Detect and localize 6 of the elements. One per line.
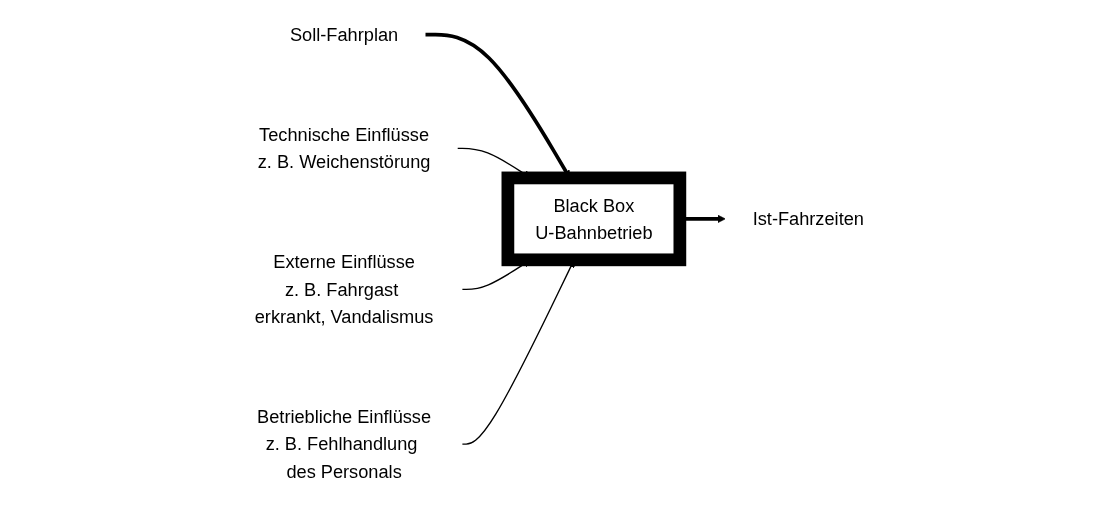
node-box: Black Box U-Bahnbetrieb <box>501 171 687 267</box>
node-text: Soll-Fahrplan <box>289 24 399 45</box>
node-text: Ist-Fahrzeiten <box>752 208 864 229</box>
node-text: Externe Einflüsse z. B. Fahrgast erkrankt, Vandalismus <box>254 252 434 327</box>
node-text: Technische Einflüsse z. B. Weichenstörung <box>257 124 431 172</box>
node-text: Betriebliche Einflüsse z. B. Fehlhandlung des Personals <box>257 406 432 482</box>
